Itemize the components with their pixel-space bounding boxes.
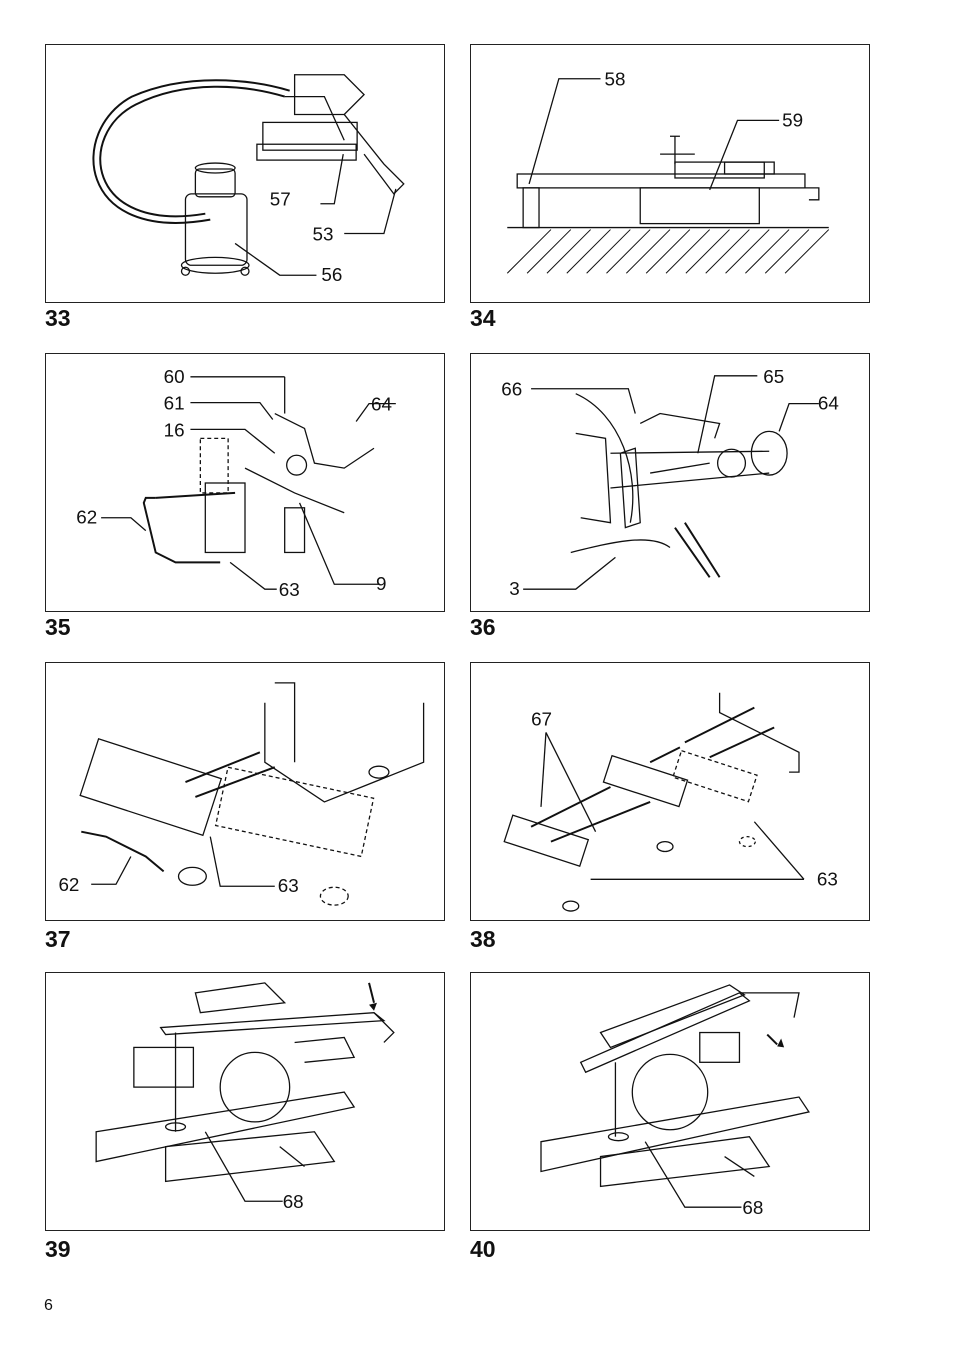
callout-16: 16 — [164, 419, 185, 440]
figure-number: 37 — [45, 926, 71, 952]
holder-rods-drawing: 67 63 — [503, 692, 838, 912]
workbench-mounting-drawing: 58 59 — [506, 69, 830, 274]
callout-64: 64 — [371, 394, 392, 415]
vacuum-cleaner-connection-drawing: 57 53 56 — [92, 74, 405, 285]
figure-37-illustration: 62 63 — [45, 662, 445, 921]
figure-35-illustration: 60 61 16 64 62 63 9 — [45, 353, 445, 612]
figure-number: 36 — [470, 614, 496, 640]
callout-3: 3 — [509, 578, 519, 599]
callout-63: 63 — [278, 875, 299, 896]
callout-66: 66 — [501, 379, 522, 400]
callout-60: 60 — [164, 366, 185, 387]
page-number: 6 — [44, 1297, 53, 1314]
callout-58: 58 — [605, 69, 626, 90]
callout-53: 53 — [312, 223, 333, 244]
vertical-vise-drawing: 60 61 16 64 62 63 9 — [76, 366, 396, 600]
callout-9: 9 — [376, 573, 386, 594]
callout-67: 67 — [531, 709, 552, 730]
callout-68: 68 — [742, 1197, 763, 1218]
callout-65: 65 — [763, 366, 784, 387]
callout-63: 63 — [279, 579, 300, 600]
callout-64: 64 — [818, 393, 839, 414]
callout-57: 57 — [270, 189, 291, 210]
callout-62: 62 — [58, 874, 79, 895]
saw-cutting-vertical-drawing: 68 — [95, 982, 395, 1212]
callout-61: 61 — [164, 393, 185, 414]
figure-number: 40 — [470, 1236, 496, 1262]
callout-59: 59 — [782, 109, 803, 130]
vise-knob-detail-drawing: 66 65 64 3 — [501, 366, 839, 599]
figure-number: 39 — [45, 1236, 71, 1262]
figure-number: 35 — [45, 614, 71, 640]
callout-56: 56 — [321, 264, 342, 285]
callout-63: 63 — [817, 868, 838, 889]
figure-40-illustration: 68 — [470, 972, 870, 1231]
callout-68: 68 — [283, 1191, 304, 1212]
figure-number: 34 — [470, 305, 496, 331]
figure-number: 38 — [470, 926, 496, 952]
holder-assembly-drawing: 62 63 — [58, 682, 425, 906]
figure-33-illustration: 57 53 56 — [45, 44, 445, 303]
saw-cutting-lowered-drawing: 68 — [540, 984, 810, 1218]
figure-39-illustration: 68 — [45, 972, 445, 1231]
figure-36-illustration: 66 65 64 3 — [470, 353, 870, 612]
figure-34-illustration: 58 59 — [470, 44, 870, 303]
figure-number: 33 — [45, 305, 71, 331]
figure-38-illustration: 67 63 — [470, 662, 870, 921]
callout-62: 62 — [76, 507, 97, 528]
